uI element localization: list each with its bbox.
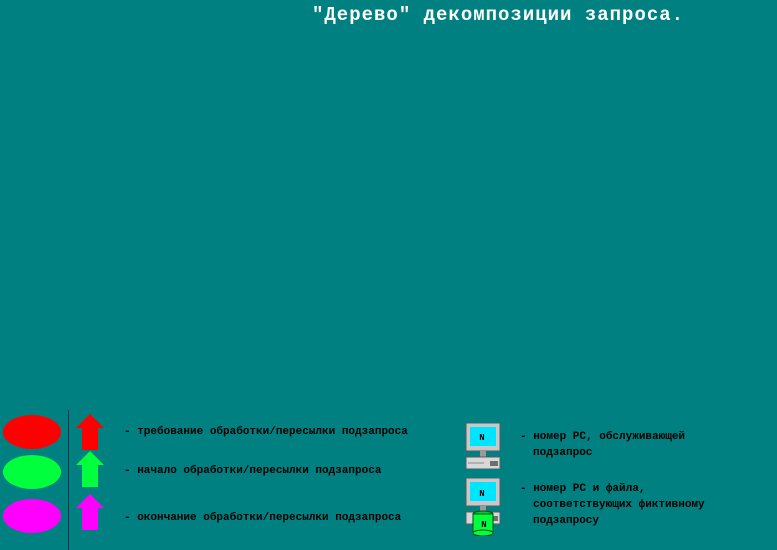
pc-number-label: N (479, 433, 485, 443)
end-arrow-icon (76, 494, 104, 530)
legend-pc-file-text-2: соответствующих фиктивному (533, 499, 705, 511)
end-ellipse-icon (3, 499, 61, 533)
legend-start-text: - начало обработки/пересылки подзапроса (124, 465, 382, 477)
computer-icon (465, 423, 501, 469)
request-arrow-icon (76, 414, 104, 450)
legend-pc-file-text-1: - номер РС и файла, (520, 483, 646, 495)
computer-with-file-icon (465, 478, 501, 536)
legend-divider (68, 410, 69, 550)
legend-pc-file-text-3: подзапросу (533, 515, 600, 527)
start-ellipse-icon (3, 455, 61, 489)
legend-pc-text-1: - номер РС, обслуживающей (520, 431, 686, 443)
start-arrow-icon (76, 451, 104, 487)
legend-request-text: - требование обработки/пересылки подзапр… (124, 426, 408, 438)
file-number-label: N (481, 520, 487, 530)
pc-number-label: N (479, 489, 485, 499)
page-title: "Дерево" декомпозиции запроса. (312, 4, 685, 26)
legend-pc-text-2: подзапрос (533, 447, 593, 459)
request-ellipse-icon (3, 415, 61, 449)
legend-end-text: - окончание обработки/пересылки подзапро… (124, 512, 402, 524)
